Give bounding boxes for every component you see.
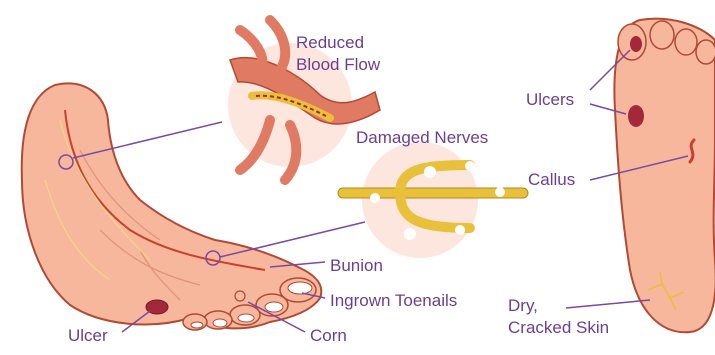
label-ulcers: Ulcers [526,90,574,110]
label-damaged-nerves: Damaged Nerves [356,128,488,148]
foot-sole-view [614,19,715,333]
label-ulcer: Ulcer [68,326,108,346]
label-reduced-blood-flow-line1: Reduced [296,33,364,53]
sole-ulcer-toe [630,36,642,52]
toenail [288,282,312,294]
label-dry-cracked-skin-line1: Dry, [508,296,538,316]
label-ingrown-toenails: Ingrown Toenails [330,291,457,311]
label-corn: Corn [310,326,347,346]
sole-ulcer-ball [628,105,644,127]
label-dry-cracked-skin-line2: Cracked Skin [508,318,609,338]
label-reduced-blood-flow-line2: Blood Flow [296,55,380,75]
label-callus: Callus [528,170,575,190]
label-bunion: Bunion [330,256,383,276]
